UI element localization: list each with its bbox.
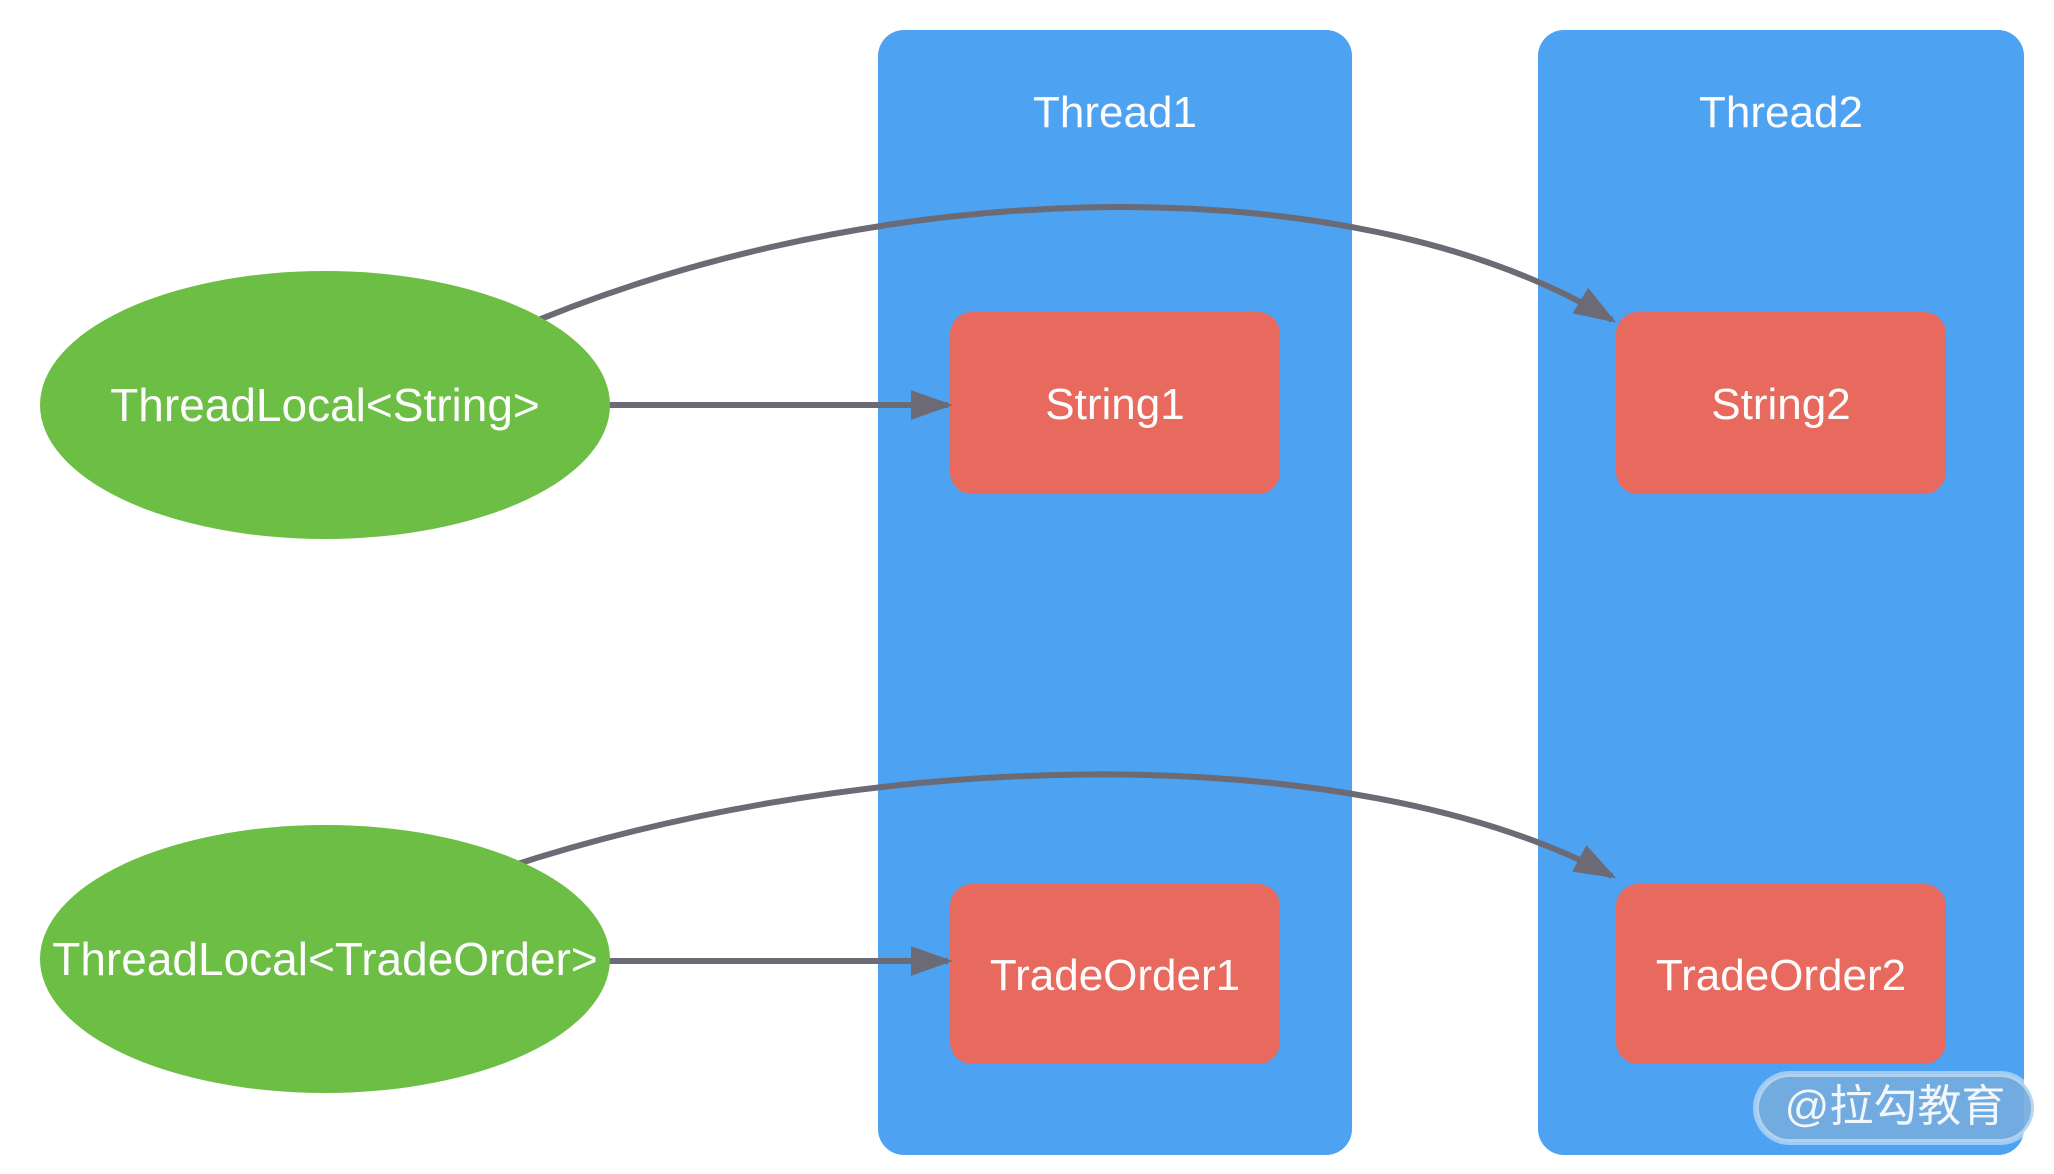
string2-label: String2 — [1711, 380, 1850, 429]
threadlocal-string-label: ThreadLocal<String> — [110, 379, 540, 431]
threadlocal-tradeorder-group: ThreadLocal<TradeOrder> — [40, 825, 610, 1093]
watermark-group: @拉勾教育 — [1753, 1071, 2037, 1145]
thread2-group: Thread2 String2 TradeOrder2 — [1538, 30, 2024, 1155]
string1-label: String1 — [1045, 380, 1184, 429]
watermark-label: @拉勾教育 — [1785, 1082, 2006, 1131]
arrow-threadlocal-string-to-string2 — [468, 204, 1617, 353]
thread2-title: Thread2 — [1699, 88, 1863, 137]
tradeorder1-box — [950, 884, 1280, 1064]
tradeorder1-label: TradeOrder1 — [990, 951, 1240, 1000]
string1-box — [950, 312, 1280, 494]
threadlocal-tradeorder-ellipse — [40, 825, 610, 1093]
arrow-threadlocal-tradeorder-to-tradeorder2 — [468, 771, 1617, 883]
tradeorder2-box — [1616, 884, 1946, 1064]
threadlocal-string-ellipse — [40, 271, 610, 539]
tradeorder2-label: TradeOrder2 — [1656, 951, 1906, 1000]
thread1-group: Thread1 String1 TradeOrder1 — [878, 30, 1352, 1155]
thread1-box — [878, 30, 1352, 1155]
arrows-group — [468, 204, 1617, 976]
string2-box — [1616, 312, 1946, 494]
thread2-box — [1538, 30, 2024, 1155]
threadlocal-tradeorder-label: ThreadLocal<TradeOrder> — [52, 933, 598, 985]
watermark-pill — [1753, 1071, 2037, 1145]
thread1-title: Thread1 — [1033, 88, 1197, 137]
threadlocal-string-group: ThreadLocal<String> — [40, 271, 610, 539]
